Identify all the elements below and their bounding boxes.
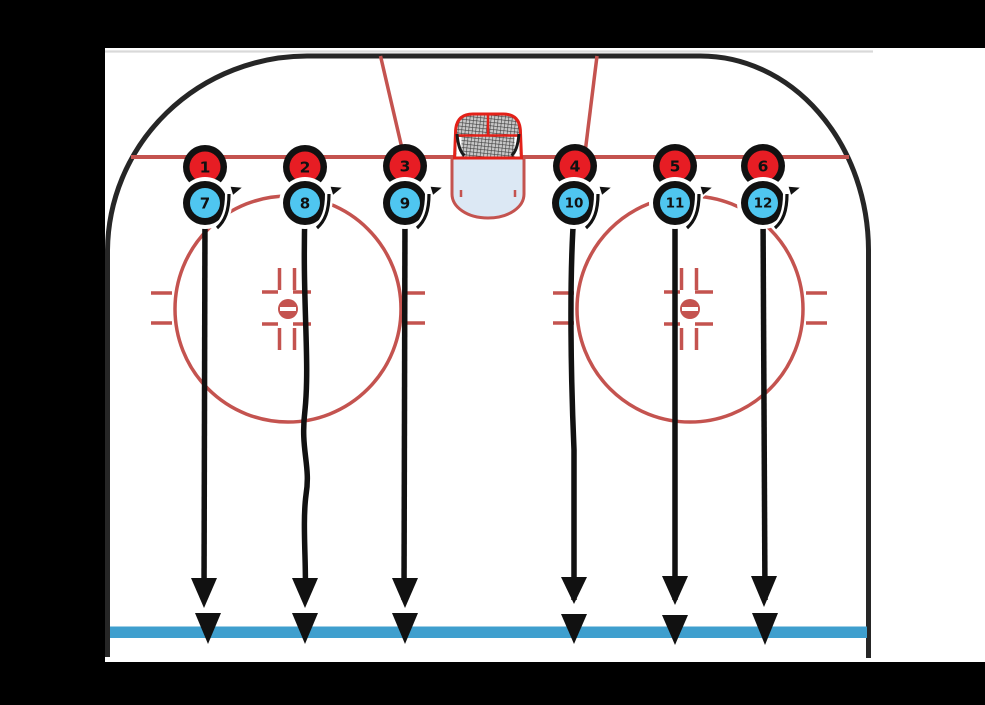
- svg-text:3: 3: [400, 158, 411, 176]
- blue-line: [110, 626, 867, 638]
- svg-text:4: 4: [570, 158, 581, 176]
- player-red: 4: [553, 144, 597, 188]
- player-cyan: 7: [179, 177, 244, 229]
- player-cyan: 9: [379, 177, 444, 229]
- svg-text:8: 8: [300, 195, 310, 213]
- svg-text:12: 12: [754, 196, 773, 212]
- diagram-canvas: [105, 48, 985, 662]
- svg-text:7: 7: [200, 195, 210, 213]
- rink-boards: [105, 53, 871, 658]
- svg-text:6: 6: [758, 158, 769, 176]
- skate-arrow: [292, 211, 318, 644]
- player-red: 5: [653, 144, 697, 188]
- skate-arrow: [191, 211, 221, 644]
- trapezoid-line-left: [378, 55, 406, 158]
- svg-text:1: 1: [200, 159, 211, 177]
- svg-text:5: 5: [670, 158, 681, 176]
- player-cyan: 12: [737, 177, 802, 229]
- goal-crease: [450, 155, 526, 220]
- trapezoid-line-right: [582, 55, 599, 158]
- goal-net: [452, 112, 524, 160]
- svg-text:10: 10: [565, 196, 584, 212]
- player-red: 1: [183, 145, 227, 189]
- skate-arrow: [392, 211, 418, 644]
- player-cyan: 8: [279, 177, 344, 229]
- skate-arrow: [561, 211, 587, 644]
- svg-text:11: 11: [666, 196, 685, 212]
- skate-arrow: [662, 212, 688, 645]
- svg-text:9: 9: [400, 195, 410, 213]
- player-red: 6: [741, 144, 785, 188]
- player-red: 3: [383, 144, 427, 188]
- skate-arrow: [751, 211, 778, 645]
- player-red: 2: [283, 145, 327, 189]
- svg-text:2: 2: [300, 159, 311, 177]
- player-cyan: 11: [649, 177, 714, 229]
- player-cyan: 10: [548, 177, 613, 229]
